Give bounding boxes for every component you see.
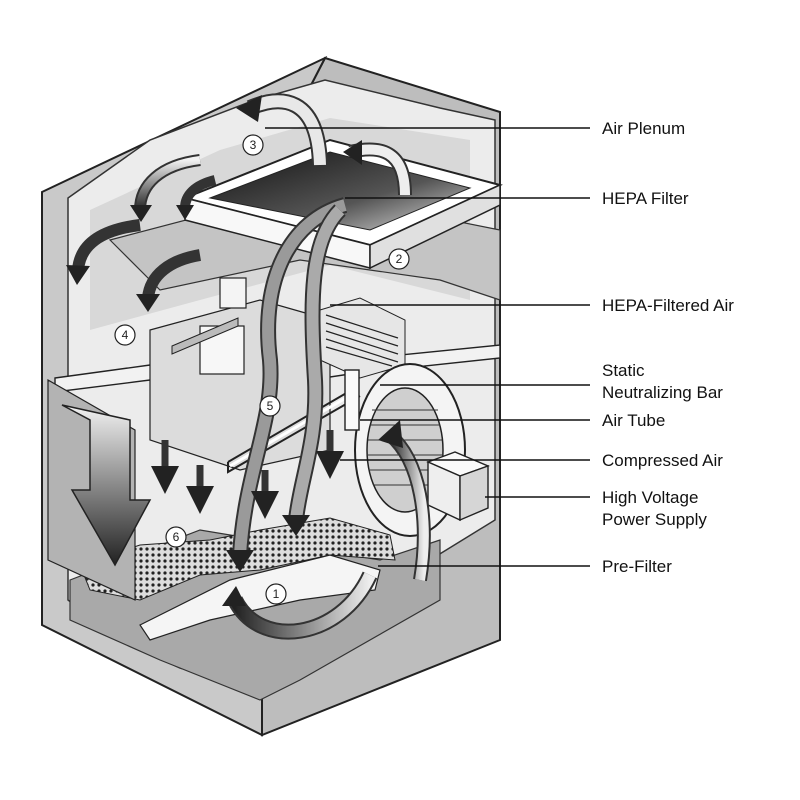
svg-text:5: 5 bbox=[267, 399, 274, 413]
down-arrow-left-wall-a bbox=[72, 219, 141, 271]
electronics-rail bbox=[171, 317, 239, 355]
label-hepa-filter: HEPA Filter bbox=[602, 189, 689, 208]
static-neutralizing-bar bbox=[344, 369, 360, 431]
step-marker-5: 5 bbox=[259, 395, 281, 417]
leader-lines bbox=[265, 127, 590, 567]
label-high-voltage-power-supply: High Voltage Power Supply bbox=[602, 488, 707, 529]
step-marker-2: 2 bbox=[388, 248, 410, 270]
down-arrow-top-left-b bbox=[180, 175, 217, 209]
power-supply-side bbox=[459, 465, 489, 522]
bottom-loop-arrow-fill bbox=[229, 572, 376, 638]
label-pre-filter: Pre-Filter bbox=[602, 557, 672, 576]
plenum-arrowhead-left bbox=[236, 95, 262, 122]
svg-text:3: 3 bbox=[250, 138, 257, 152]
step-marker-4: 4 bbox=[114, 324, 136, 346]
down-arrow-top-left-a-fill bbox=[136, 156, 201, 211]
step-markers: 1 2 3 4 5 6 bbox=[114, 134, 410, 605]
down-arrowhead-left-wall-b bbox=[136, 294, 160, 312]
airflow-arrows bbox=[61, 93, 431, 640]
svg-text:4: 4 bbox=[122, 328, 129, 342]
plenum-arrowhead-right bbox=[343, 140, 362, 165]
svg-text:1: 1 bbox=[273, 587, 280, 601]
svg-text:6: 6 bbox=[173, 530, 180, 544]
step-marker-3: 3 bbox=[242, 134, 264, 156]
filtered-air-ribbon-right-fill bbox=[290, 205, 345, 521]
down-arrowhead-left-wall-a bbox=[66, 265, 90, 285]
filtered-air-ribbon-left-fill bbox=[234, 199, 347, 556]
hepa-filter-side-edge bbox=[369, 183, 501, 270]
filtered-air-arrowhead-left bbox=[226, 550, 254, 572]
pre-filter-frame bbox=[139, 554, 381, 641]
label-hepa-filtered-air: HEPA-Filtered Air bbox=[602, 296, 734, 315]
big-down-arrow-left bbox=[61, 404, 152, 567]
callout-labels: Air Plenum HEPA Filter HEPA-Filtered Air… bbox=[602, 119, 734, 576]
label-static-neutralizing-bar: Static Neutralizing Bar bbox=[602, 361, 723, 402]
label-compressed-air: Compressed Air bbox=[602, 451, 723, 470]
down-arrow-left-wall-b bbox=[142, 249, 202, 299]
high-voltage-power-supply bbox=[426, 451, 490, 522]
step-marker-1: 1 bbox=[265, 583, 287, 605]
label-air-tube: Air Tube bbox=[602, 411, 665, 430]
svg-text:2: 2 bbox=[396, 252, 403, 266]
label-air-plenum: Air Plenum bbox=[602, 119, 685, 138]
filtered-air-arrowhead-right bbox=[282, 515, 310, 536]
fan-intake-arrowhead bbox=[378, 420, 403, 448]
component-box-1 bbox=[219, 277, 247, 309]
bottom-loop-arrowhead bbox=[222, 586, 246, 606]
down-arrowhead-top-left-a bbox=[130, 205, 152, 222]
step-marker-6: 6 bbox=[165, 526, 187, 548]
ionizer-fin-lines bbox=[325, 314, 399, 367]
down-arrowhead-top-left-b bbox=[176, 205, 194, 220]
electronics-block bbox=[149, 277, 331, 471]
